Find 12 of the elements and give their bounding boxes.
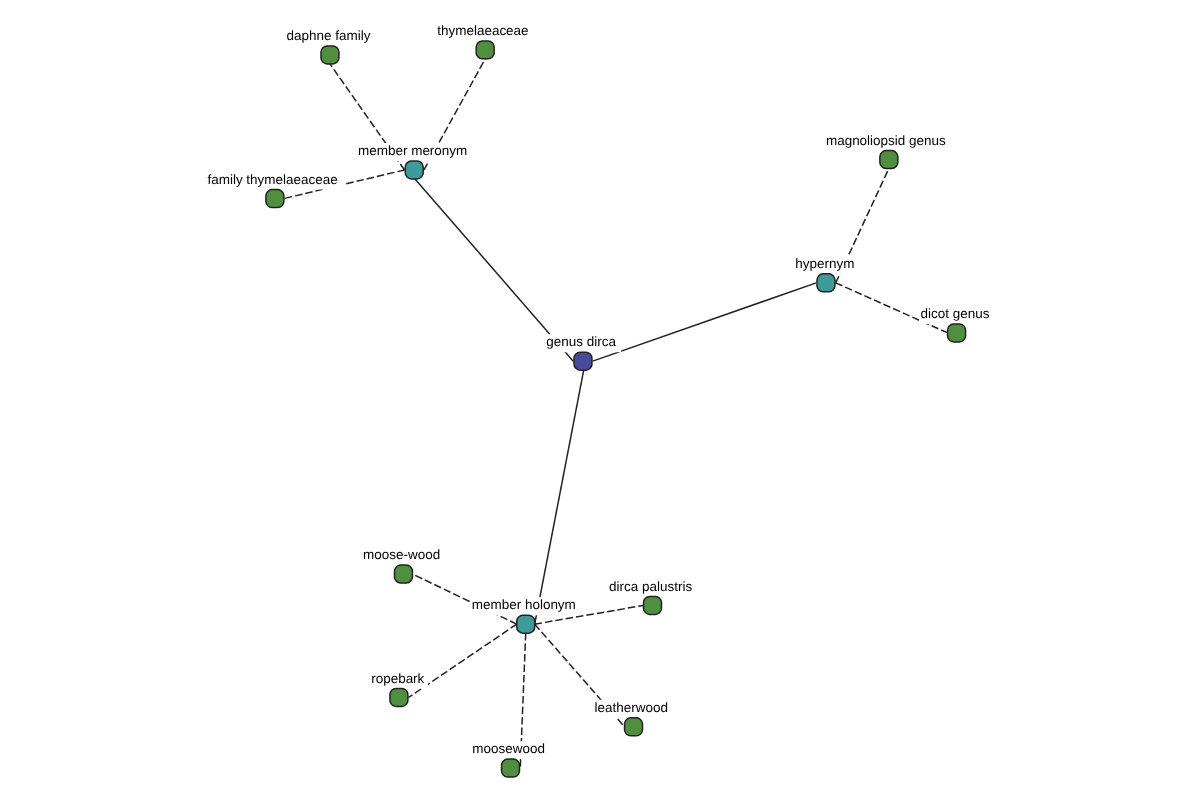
connector (533, 369, 585, 625)
connector (329, 63, 406, 171)
connector (407, 623, 518, 699)
connector (533, 604, 645, 625)
connector (423, 58, 486, 171)
connector (519, 632, 527, 769)
connector (591, 282, 817, 362)
connector (834, 167, 890, 284)
connector (834, 282, 949, 334)
connector (414, 178, 574, 362)
connector (283, 169, 406, 200)
connector (411, 573, 518, 625)
